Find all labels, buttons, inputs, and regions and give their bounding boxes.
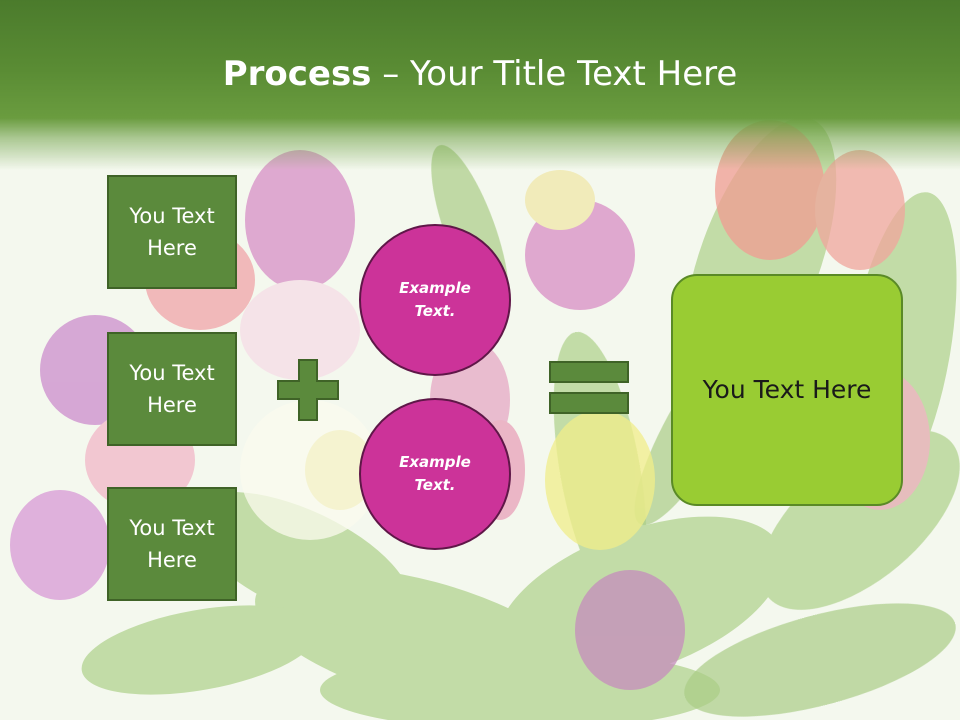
example-circle-2-label: Example Text. — [399, 453, 471, 494]
title-rest-part: – Your Title Text Here — [371, 54, 738, 94]
example-circle-2[interactable]: Example Text. — [359, 398, 511, 550]
plus-icon[interactable] — [276, 358, 340, 422]
example-circle-1-label: Example Text. — [399, 279, 471, 320]
title-band — [0, 0, 960, 170]
input-box-2-label: You Text Here — [129, 361, 215, 417]
result-box[interactable]: You Text Here — [671, 274, 903, 506]
input-box-3-label: You Text Here — [129, 516, 215, 572]
input-box-2[interactable]: You Text Here — [107, 332, 237, 446]
title-bold-part: Process — [222, 54, 372, 94]
slide-title[interactable]: Process – Your Title Text Here — [0, 50, 960, 98]
input-box-1-label: You Text Here — [129, 204, 215, 260]
input-box-3[interactable]: You Text Here — [107, 487, 237, 601]
result-box-label: You Text Here — [702, 375, 872, 404]
input-box-1[interactable]: You Text Here — [107, 175, 237, 289]
equals-icon[interactable] — [548, 360, 630, 416]
example-circle-1[interactable]: Example Text. — [359, 224, 511, 376]
